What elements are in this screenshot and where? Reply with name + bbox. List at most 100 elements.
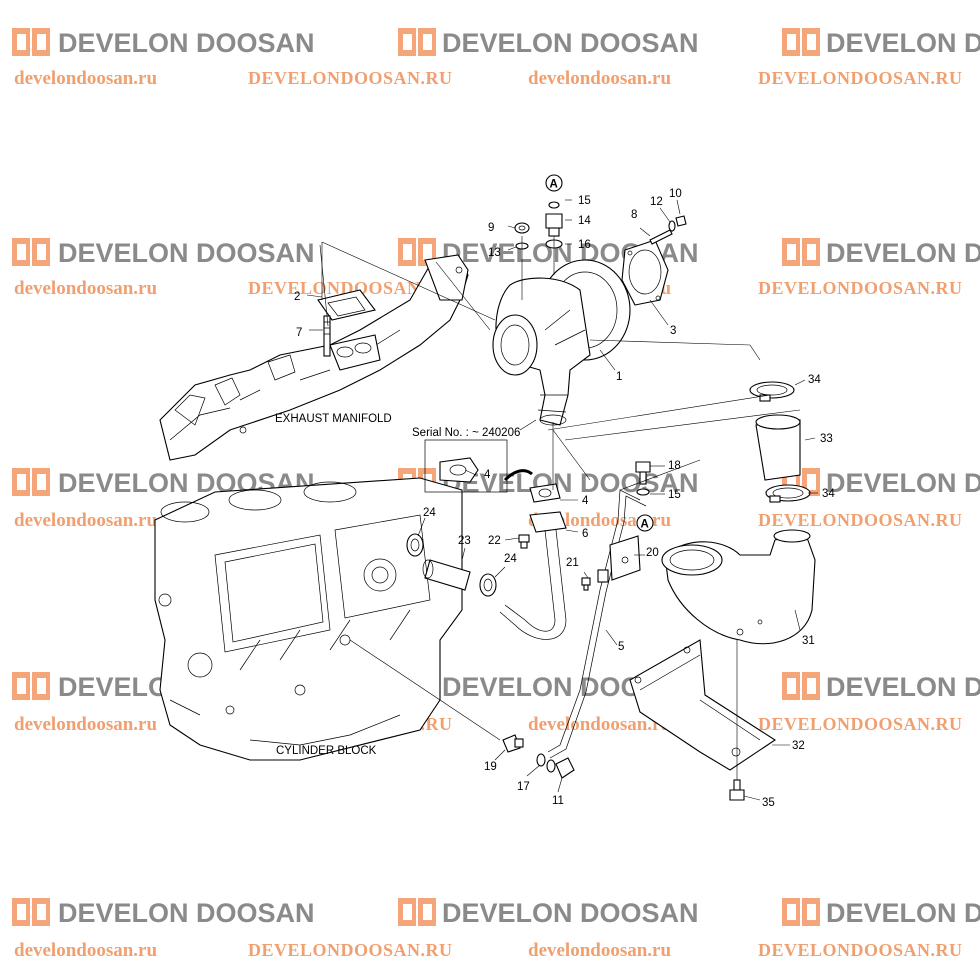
watermark-logo <box>12 238 50 266</box>
callout-35: 35 <box>762 797 775 809</box>
callout-12: 12 <box>650 196 663 208</box>
watermark-brand: DEVELON DOOSAN <box>826 468 980 498</box>
union-fitting-part-14 <box>545 213 563 237</box>
watermark-url: develondoosan.ru <box>528 714 671 735</box>
watermark-logo <box>782 672 820 700</box>
watermark-url: DEVELONDOOSAN.RU <box>758 68 963 88</box>
callout-6: 6 <box>582 528 588 540</box>
watermark-url: develondoosan.ru <box>14 940 157 961</box>
watermark-brand: DEVELON DOOSAN <box>442 898 699 928</box>
watermark-url: develondoosan.ru <box>14 68 157 89</box>
intake-pipe-part-31 <box>661 529 816 645</box>
callout-22: 22 <box>488 535 501 547</box>
clip-part-5-bracket <box>597 569 609 583</box>
callout-5: 5 <box>618 641 624 653</box>
turbocharger-part-1 <box>492 259 631 426</box>
watermark-logo <box>398 28 436 56</box>
callout-16: 16 <box>578 239 591 251</box>
ref-marker-a-top: A <box>545 174 563 192</box>
leader-lines <box>306 199 818 801</box>
callout-2: 2 <box>294 291 300 303</box>
watermark-url: DEVELONDOOSAN.RU <box>248 278 453 298</box>
cylinder-block <box>154 477 463 761</box>
watermark-logo <box>398 898 436 926</box>
watermark-url: DEVELONDOOSAN.RU <box>248 68 453 88</box>
hose-part-23 <box>422 559 471 591</box>
callout-8: 8 <box>631 209 637 221</box>
callout-31: 31 <box>802 635 815 647</box>
callout-10: 10 <box>669 188 682 200</box>
watermark-url: develondoosan.ru <box>14 278 157 299</box>
watermark-logo <box>12 28 50 56</box>
washer-part-12 <box>668 220 676 232</box>
watermark-url: DEVELONDOOSAN.RU <box>758 940 963 960</box>
ref-marker-label: A <box>550 179 558 191</box>
oring-part-17 <box>536 753 556 773</box>
watermark-url: develondoosan.ru <box>528 940 671 961</box>
washer-part-15-top <box>548 201 560 209</box>
watermark-brand: DEVELON DOOSAN <box>826 672 980 702</box>
callout-20: 20 <box>646 547 659 559</box>
bracket-part-32 <box>629 639 777 771</box>
cap-part-11 <box>555 757 575 779</box>
nut-part-10 <box>675 215 687 227</box>
callout-34-lower: 34 <box>822 488 835 500</box>
watermark-layer: DEVELON DOOSAN develondoosan.ru DEVELON … <box>12 28 980 961</box>
watermark-logo <box>12 898 50 926</box>
callout-34-upper: 34 <box>808 374 821 386</box>
clamp-part-24-upper <box>406 533 424 557</box>
exhaust-manifold-label: EXHAUST MANIFOLD <box>275 413 392 425</box>
callout-4-inset: 4 <box>484 469 491 481</box>
callout-32: 32 <box>792 740 805 752</box>
stud-part-8 <box>649 229 673 245</box>
clamp-part-34-upper <box>749 381 795 402</box>
clamp-part-24-lower <box>479 573 497 597</box>
watermark-url: DEVELONDOOSAN.RU <box>758 510 963 530</box>
watermark-logo <box>12 468 50 496</box>
serial-note-box: Serial No. : ~ 240206 <box>412 427 533 493</box>
watermark-url: develondoosan.ru <box>14 714 157 735</box>
watermark-logo <box>782 238 820 266</box>
clamp-part-34-lower <box>765 484 811 503</box>
callout-23: 23 <box>458 535 471 547</box>
callouts: 1 2 3 4 4 5 6 7 8 9 10 11 12 13 14 15 15… <box>294 188 835 809</box>
bracket-part-20 <box>609 535 641 581</box>
watermark-brand: DEVELON DOOSAN <box>58 28 315 58</box>
watermark-url: DEVELONDOOSAN.RU <box>758 714 963 734</box>
callout-24-lower: 24 <box>504 553 517 565</box>
callout-3: 3 <box>670 325 676 337</box>
watermark-brand: DEVELON DOOSAN <box>442 28 699 58</box>
watermark-url: DEVELONDOOSAN.RU <box>248 940 453 960</box>
watermark-brand: DEVELON DOOSAN <box>442 468 699 498</box>
callout-19: 19 <box>484 761 497 773</box>
callout-11: 11 <box>552 795 564 807</box>
watermark-brand: DEVELON DOOSAN <box>826 28 980 58</box>
bolt-part-21 <box>581 577 591 591</box>
stud-part-7 <box>323 315 331 357</box>
watermark-url: develondoosan.ru <box>528 68 671 89</box>
callout-1: 1 <box>616 371 622 383</box>
gasket-part-4 <box>529 483 561 503</box>
callout-18: 18 <box>668 460 681 472</box>
callout-17: 17 <box>517 781 530 793</box>
callout-15-mid: 15 <box>668 489 681 501</box>
serial-note: Serial No. : ~ 240206 <box>412 427 520 439</box>
oil-return-pipe-part-6 <box>499 511 567 640</box>
callout-4: 4 <box>582 495 589 507</box>
ref-marker-label: A <box>641 519 649 531</box>
watermark-brand: DEVELON DOOSAN <box>826 238 980 268</box>
hose-part-33 <box>755 414 801 481</box>
washer-part-15-mid <box>636 488 650 496</box>
callout-21: 21 <box>566 557 579 569</box>
watermark-logo <box>782 898 820 926</box>
watermark-brand: DEVELON DOOSAN <box>58 898 315 928</box>
callout-33: 33 <box>820 433 833 445</box>
nut-part-9 <box>514 222 530 234</box>
watermark-brand: DEVELON DOOSAN <box>58 238 315 268</box>
watermark-brand: DEVELON DOOSAN <box>826 898 980 928</box>
bolt-part-22 <box>518 534 530 549</box>
watermark-logo <box>12 672 50 700</box>
callout-15-top: 15 <box>578 195 591 207</box>
